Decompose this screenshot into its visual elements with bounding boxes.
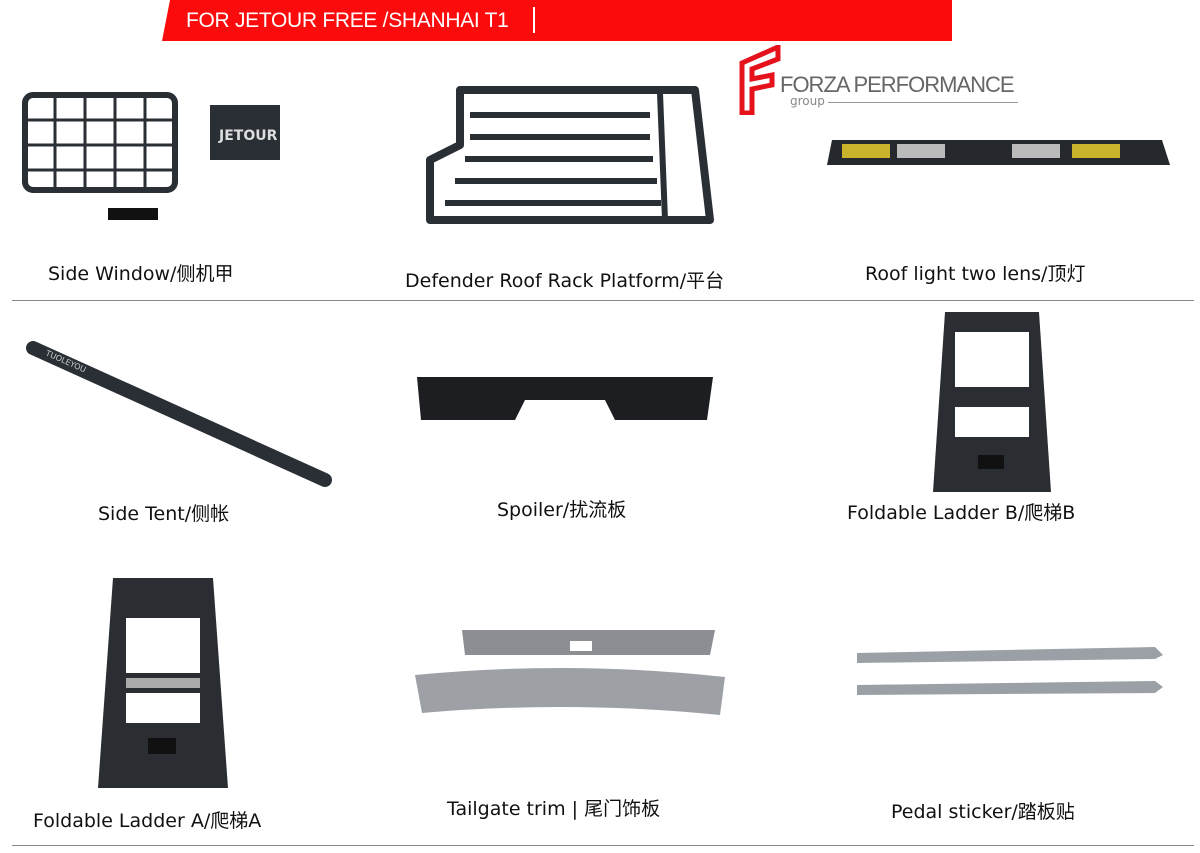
header-divider bbox=[533, 7, 535, 33]
header-banner bbox=[162, 0, 952, 41]
row-divider bbox=[12, 300, 1194, 301]
ladder-a-image bbox=[98, 578, 228, 788]
product-label: Defender Roof Rack Platform/平台 bbox=[405, 270, 725, 292]
logo-brand: FORZA PERFORMANCE bbox=[780, 72, 1015, 97]
product-label: Pedal sticker/踏板贴 bbox=[891, 801, 1075, 823]
spoiler-image bbox=[417, 377, 713, 420]
product-label: Side Tent/侧帐 bbox=[98, 503, 230, 525]
roof-rack-image bbox=[426, 86, 714, 224]
product-label: Side Window/侧机甲 bbox=[48, 263, 234, 285]
tailgate-trim-image bbox=[415, 630, 725, 715]
product-label: Roof light two lens/顶灯 bbox=[865, 263, 1086, 285]
ladder-b-image bbox=[933, 312, 1051, 492]
side-tent-image: TUOLEYOU bbox=[26, 341, 332, 487]
logo-f-icon bbox=[739, 43, 781, 116]
product-label: Foldable Ladder B/爬梯B bbox=[847, 502, 1076, 524]
product-label: Spoiler/扰流板 bbox=[497, 499, 627, 521]
product-label: Tailgate trim | 尾门饰板 bbox=[447, 798, 661, 820]
logo-sub: group bbox=[790, 94, 825, 108]
pedal-sticker-image bbox=[857, 647, 1163, 695]
side-window-image: JETOUR bbox=[22, 92, 280, 220]
header-title: FOR JETOUR FREE /SHANHAI T1 bbox=[186, 9, 509, 32]
logo-line bbox=[828, 102, 1018, 103]
jetour-badge: JETOUR bbox=[218, 128, 278, 144]
forza-logo: FORZA PERFORMANCE group bbox=[738, 43, 1028, 116]
roof-light-image bbox=[827, 140, 1170, 165]
product-label: Foldable Ladder A/爬梯A bbox=[33, 810, 262, 832]
bottom-divider bbox=[12, 845, 1194, 846]
